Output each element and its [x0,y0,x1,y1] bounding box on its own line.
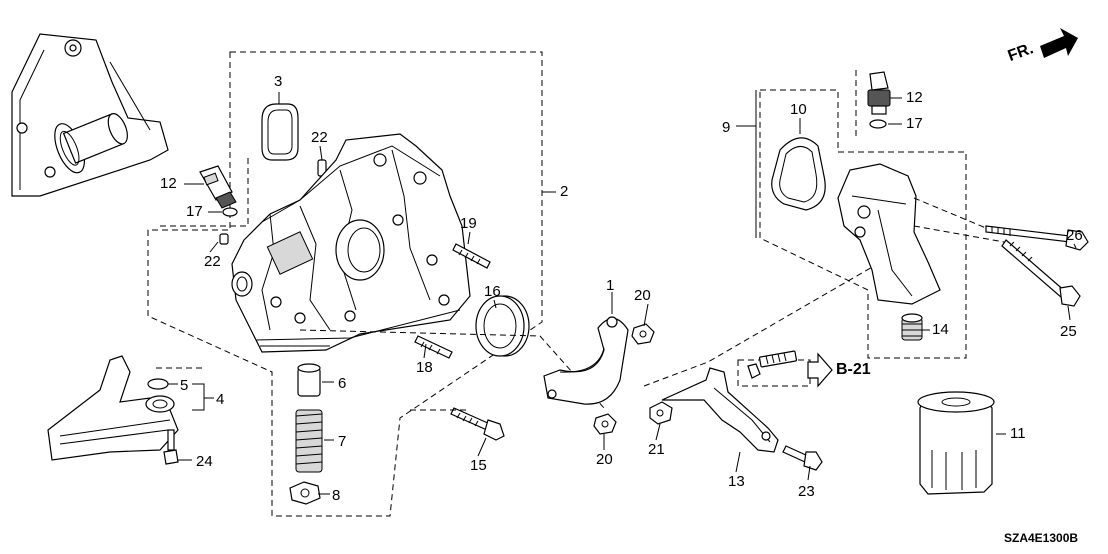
group-9-bracket [736,90,757,238]
dowel-pin-22-lower [219,233,229,245]
flange-bolt-15 [450,407,505,441]
front-direction-arrow-icon [1040,28,1078,58]
gasket-10 [771,118,826,211]
flange-nut-20-upper [631,323,655,345]
callout-21: 21 [648,441,665,458]
callout-2: 2 [560,183,569,200]
callout-6: 6 [338,375,347,392]
callout-12-right: 12 [906,89,923,106]
callout-4: 4 [216,391,225,408]
oil-seal-16 [475,295,530,357]
bolt-leaders-right [913,197,1005,243]
callout-10: 10 [790,101,807,118]
callout-17-left: 17 [186,203,203,220]
callout-11: 11 [1010,425,1026,442]
oil-pressure-switch-group-outline [156,158,249,227]
callout-26: 26 [1066,227,1083,244]
stud-bolt-19 [452,243,491,269]
washer-17-left [222,207,238,217]
callout-5: 5 [180,377,189,394]
sealing-bolt-8 [289,481,321,505]
filter-nipple-14 [901,313,923,341]
callout-22-upper: 22 [311,129,328,146]
bolt-24 [163,429,179,465]
b21-bolt [747,350,798,379]
relief-spring-7 [295,409,323,473]
washer-17-right [869,119,887,129]
diagram-code: SZA4E1300B [1004,531,1079,545]
callout-13: 13 [728,473,745,490]
filter-housing-group-outline [759,89,967,359]
bracket-leader [643,265,875,387]
callout-17-right: 17 [906,115,923,132]
callout-8: 8 [332,487,341,504]
flange-nut-21 [649,401,673,425]
callout-23: 23 [798,483,815,500]
baffle-plate-1 [543,316,629,405]
callout-7: 7 [338,433,347,450]
callout-15: 15 [470,457,487,474]
callout-12-left: 12 [160,175,177,192]
stud-bolt-18 [414,335,453,359]
callout-14: 14 [932,321,949,338]
reference-b21: B-21 [836,361,871,378]
relief-valve-6 [297,363,321,397]
callout-20-lower: 20 [596,451,613,468]
oil-filter-11 [917,391,995,495]
oil-strainer-4 [47,355,179,461]
callout-24: 24 [196,453,213,470]
oil-pump-group-outline [147,51,543,517]
reference-arrow-icon [807,352,833,388]
callout-16: 16 [484,283,501,300]
oil-pressure-switch-12-right [867,71,891,115]
leader-lines [168,97,1077,495]
callout-25: 25 [1060,323,1077,340]
o-ring-5 [147,378,169,390]
engine-block-corner [11,33,169,197]
callout-22-lower: 22 [204,253,221,270]
gasket-3 [261,92,299,161]
oil-pressure-switch-12-left [184,165,237,209]
oil-pump-body [231,133,471,353]
callout-1: 1 [606,277,615,294]
strainer-bracket [192,383,205,411]
callout-20-upper: 20 [634,287,651,304]
oil-filter-housing [837,163,941,305]
flange-bolt-26 [985,225,1089,251]
callout-9: 9 [722,119,731,136]
stiffener-bracket-13 [661,367,779,453]
flange-bolt-23 [782,445,823,471]
callout-3: 3 [274,73,283,90]
flange-bolt-25 [1001,239,1081,307]
callout-19: 19 [460,215,477,232]
callout-18: 18 [416,359,433,376]
flange-nut-20-lower [593,413,617,435]
